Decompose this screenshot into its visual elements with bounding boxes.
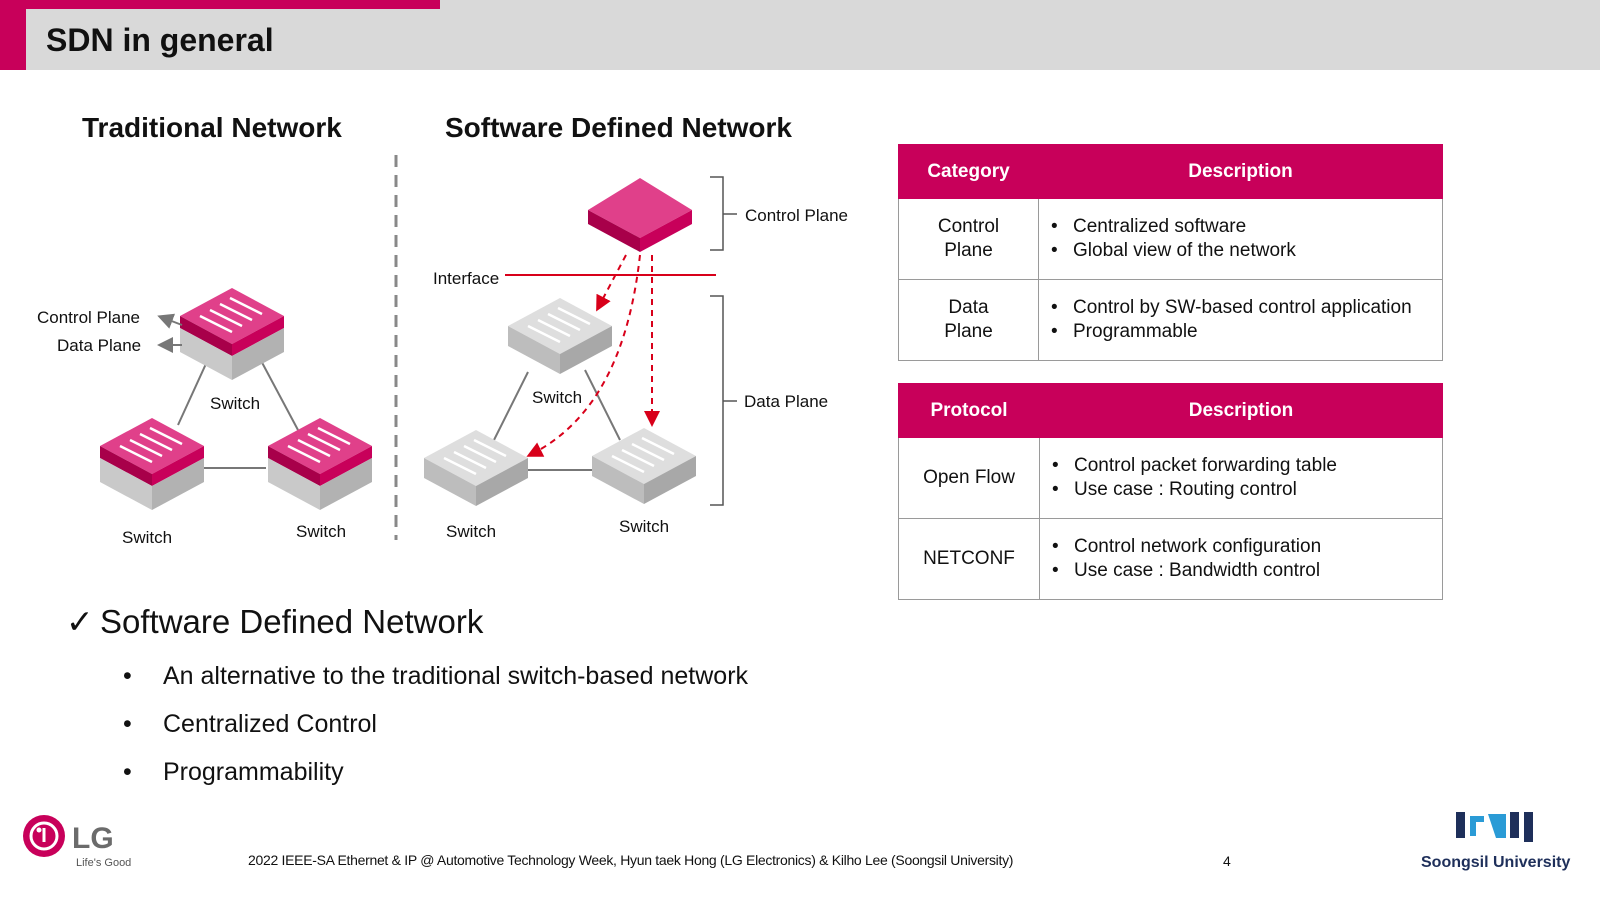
description-item: Control by SW-based control application <box>1051 296 1442 320</box>
header-bar <box>0 0 1600 70</box>
traditional-switch-top-icon <box>178 286 286 382</box>
sdn-switch-left-label: Switch <box>446 522 496 541</box>
description-header: Description <box>1038 144 1443 199</box>
control-arrows <box>526 254 660 457</box>
sdn-interface-label: Interface <box>433 269 499 288</box>
protocol-header: Protocol <box>898 383 1040 438</box>
table-row: Data Plane Control by SW-based control a… <box>898 279 1443 361</box>
table-row: Open Flow Control packet forwarding tabl… <box>898 437 1443 519</box>
description-item: Control network configuration <box>1052 535 1442 559</box>
list-item-text: An alternative to the traditional switch… <box>163 662 749 690</box>
checkmark-icon: ✓ <box>66 603 94 640</box>
svg-text:LG: LG <box>72 822 114 855</box>
sdn-switch-top-label: Switch <box>532 388 582 407</box>
protocol-cell: Open Flow <box>898 437 1040 519</box>
table-row: NETCONF Control network configuration Us… <box>898 518 1443 600</box>
description-item: Centralized software <box>1051 215 1442 239</box>
sdn-switch-right-label: Switch <box>619 517 669 536</box>
table-row: Control Plane Centralized software Globa… <box>898 198 1443 280</box>
protocol-cell: NETCONF <box>898 518 1040 600</box>
description-cell: Centralized software Global view of the … <box>1038 198 1443 280</box>
description-item: Use case : Routing control <box>1052 478 1442 502</box>
traditional-switch-left-icon <box>98 416 206 512</box>
page-number: 4 <box>1223 853 1231 869</box>
traditional-switch-right-icon <box>266 416 374 512</box>
slide-title: SDN in general <box>46 22 274 58</box>
list-item-text: Centralized Control <box>163 710 377 738</box>
description-cell: Control network configuration Use case :… <box>1039 518 1443 600</box>
trad-control-plane-label: Control Plane <box>37 308 140 327</box>
list-item: • An alternative to the traditional switc… <box>123 662 748 691</box>
sdn-switch-top-icon <box>506 296 614 376</box>
category-text: Data <box>948 297 989 318</box>
footer-text: 2022 IEEE-SA Ethernet & IP @ Automotive … <box>248 852 1014 868</box>
soongsil-university-name: Soongsil University <box>1421 854 1571 871</box>
protocol-table: Protocol Description Open Flow Control p… <box>898 383 1443 600</box>
sdn-switch-right-icon <box>590 426 698 506</box>
description-item: Control packet forwarding table <box>1052 454 1442 478</box>
sdn-data-plane-label: Data Plane <box>744 392 828 411</box>
category-text: Plane <box>944 321 993 342</box>
description-header: Description <box>1039 383 1443 438</box>
trad-switch-top-label: Switch <box>210 394 260 413</box>
category-cell: Data Plane <box>898 279 1039 361</box>
description-item: Programmable <box>1051 320 1442 344</box>
lg-logo: LG Life's Good <box>23 815 131 869</box>
category-table: Category Description Control Plane Centr… <box>898 144 1443 361</box>
traditional-links <box>177 354 299 469</box>
traditional-network-title: Traditional Network <box>82 112 342 143</box>
bullet-icon: • <box>123 758 132 786</box>
bullet-icon: • <box>123 710 132 738</box>
sdn-title: Software Defined Network <box>445 112 792 143</box>
sdn-heading: ✓Software Defined Network <box>66 602 483 641</box>
header-accent-top <box>0 0 440 9</box>
sdn-switch-left-icon <box>422 428 530 508</box>
category-header: Category <box>898 144 1039 199</box>
description-item: Use case : Bandwidth control <box>1052 559 1442 583</box>
description-cell: Control packet forwarding table Use case… <box>1039 437 1443 519</box>
description-item: Global view of the network <box>1051 239 1442 263</box>
description-cell: Control by SW-based control application … <box>1038 279 1443 361</box>
trad-switch-right-label: Switch <box>296 522 346 541</box>
sdn-controller-icon <box>588 178 692 252</box>
sdn-links <box>493 369 621 471</box>
list-item-text: Programmability <box>163 758 344 786</box>
category-text: Plane <box>944 240 993 261</box>
header-accent-left <box>0 0 26 70</box>
list-item: • Programmability <box>123 758 344 787</box>
soongsil-logo <box>1456 812 1533 842</box>
trad-switch-left-label: Switch <box>122 528 172 547</box>
category-cell: Control Plane <box>898 198 1039 280</box>
brace-lines <box>710 176 737 506</box>
trad-data-plane-label: Data Plane <box>57 336 141 355</box>
category-text: Control <box>937 216 1000 237</box>
bullet-icon: • <box>123 662 132 690</box>
control-plane-arrow <box>157 313 183 329</box>
sdn-heading-text: Software Defined Network <box>100 603 484 640</box>
sdn-control-plane-label: Control Plane <box>745 206 848 225</box>
svg-text:Life's Good: Life's Good <box>76 857 131 869</box>
list-item: • Centralized Control <box>123 710 377 739</box>
